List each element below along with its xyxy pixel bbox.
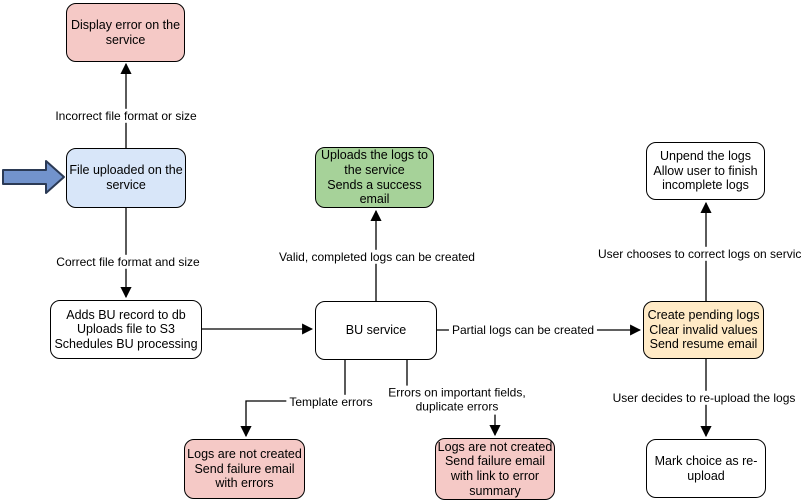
node-text: File uploaded on the — [69, 163, 183, 178]
edge-label-reupload: User decides to re-upload the logs — [609, 390, 799, 406]
edge-label-line: duplicate errors — [415, 400, 499, 414]
edge-label-choose-correct: User chooses to correct logs on service — [594, 246, 801, 262]
node-text: Send failure email — [444, 454, 546, 469]
entry-arrow-icon — [2, 160, 65, 194]
edge-label-correct-format: Correct file format and size — [53, 254, 203, 270]
node-text: with link to error — [450, 469, 540, 483]
node-logs-not-created-summary: Logs are not created Send failure email … — [435, 438, 555, 500]
node-text: Allow user to finish — [653, 163, 758, 178]
node-file-uploaded: File uploaded on the service — [66, 148, 186, 208]
node-uploads-logs-success: Uploads the logs to the service Sends a … — [315, 147, 434, 208]
node-text: summary — [469, 483, 521, 498]
node-text: Logs are not created — [187, 447, 302, 462]
node-text: service — [106, 178, 146, 192]
edge-label-line: Errors on important fields, — [388, 385, 526, 400]
edge-label-partial-logs: Partial logs can be created — [448, 322, 598, 338]
node-bu-service: BU service — [315, 301, 437, 360]
node-text: upload — [687, 468, 725, 483]
node-text: Uploads file to S3 — [77, 322, 175, 337]
edge-label-important-errors: Errors on important fields, duplicate er… — [385, 385, 529, 415]
node-unpend-logs: Unpend the logs Allow user to finish inc… — [646, 142, 765, 200]
node-mark-reupload: Mark choice as re- upload — [646, 439, 766, 498]
node-text: Uploads the logs to — [320, 148, 428, 163]
node-text: BU service — [345, 323, 407, 338]
node-text: the service — [344, 162, 405, 177]
node-text: Logs are not created — [437, 439, 553, 454]
node-text: Create pending logs — [647, 308, 760, 323]
edge-label-valid-logs: Valid, completed logs can be created — [276, 249, 478, 265]
node-text: with errors — [215, 476, 274, 491]
node-logs-not-created-errors: Logs are not created Send failure email … — [184, 439, 305, 499]
node-text: Send failure email — [194, 461, 295, 476]
node-text: Schedules BU processing — [54, 336, 198, 351]
node-text: Clear invalid values — [649, 322, 758, 337]
node-text: Send resume email — [649, 337, 758, 352]
edge-label-incorrect-format: Incorrect file format or size — [52, 108, 200, 124]
node-text: Mark choice as re- — [654, 453, 758, 468]
edge-label-template-errors: Template errors — [286, 394, 376, 410]
node-text: service — [105, 32, 146, 47]
node-text: email — [359, 192, 390, 207]
node-text: Adds BU record to db — [66, 307, 186, 322]
node-adds-bu-record: Adds BU record to db Uploads file to S3 … — [50, 300, 202, 359]
node-text: Display error on the — [70, 17, 181, 32]
node-text: Unpend the logs — [659, 149, 752, 164]
node-text: incomplete logs — [662, 178, 749, 193]
node-text: Sends a success — [327, 177, 422, 192]
node-create-pending-logs: Create pending logs Clear invalid values… — [643, 301, 764, 359]
node-display-error: Display error on the service — [66, 3, 185, 62]
